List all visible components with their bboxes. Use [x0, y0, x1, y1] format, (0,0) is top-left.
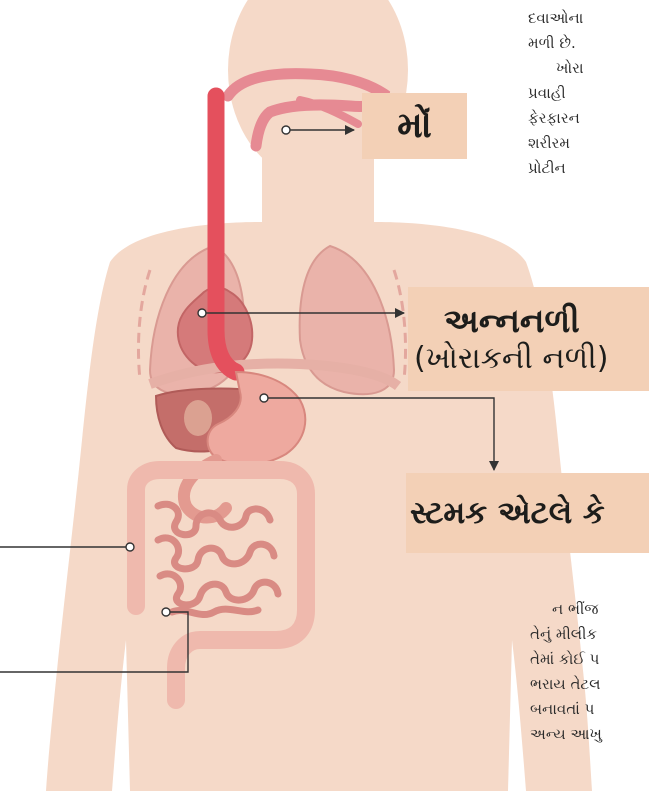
paragraph-bottom: ન ભીંજ તેનું મીલીક તેમાં કોઈ પ ભરાય તેટલ…: [530, 597, 602, 747]
paragraph-top-line: ખોરા: [528, 56, 584, 81]
paragraph-top-line: પ્રોટીન: [528, 156, 584, 181]
paragraph-bottom-line: ભરાય તેટલ: [530, 672, 602, 697]
esophagus-label-line2: (ખોરાકની નળી): [414, 341, 608, 377]
mouth-label: મોં: [362, 93, 467, 159]
stomach-label: સ્ટમક એટલે કે: [406, 473, 649, 553]
mouth-label-text: મોં: [397, 105, 431, 147]
stomach-label-text: સ્ટમક એટલે કે: [410, 495, 605, 532]
paragraph-top-line: દવાઓના: [528, 6, 584, 31]
paragraph-top: દવાઓના મળી છે. ખોરા પ્રવાહી ફેરફારન શરીર…: [528, 6, 584, 181]
esophagus-label-line1: અન્નનળી: [444, 301, 580, 341]
esophagus-label: અન્નનળી (ખોરાકની નળી): [408, 287, 649, 391]
paragraph-top-line: પ્રવાહી: [528, 81, 584, 106]
paragraph-top-line: ફેરફારન: [528, 106, 584, 131]
paragraph-top-line: મળી છે.: [528, 31, 584, 56]
paragraph-bottom-line: બનાવતાં પ: [530, 697, 602, 722]
paragraph-bottom-line: અન્ય આખુ: [530, 722, 602, 747]
paragraph-top-line: શરીરમ: [528, 131, 584, 156]
paragraph-bottom-line: ન ભીંજ: [530, 597, 602, 622]
paragraph-bottom-line: તેમાં કોઈ પ: [530, 647, 602, 672]
paragraph-bottom-line: તેનું મીલીક: [530, 622, 602, 647]
